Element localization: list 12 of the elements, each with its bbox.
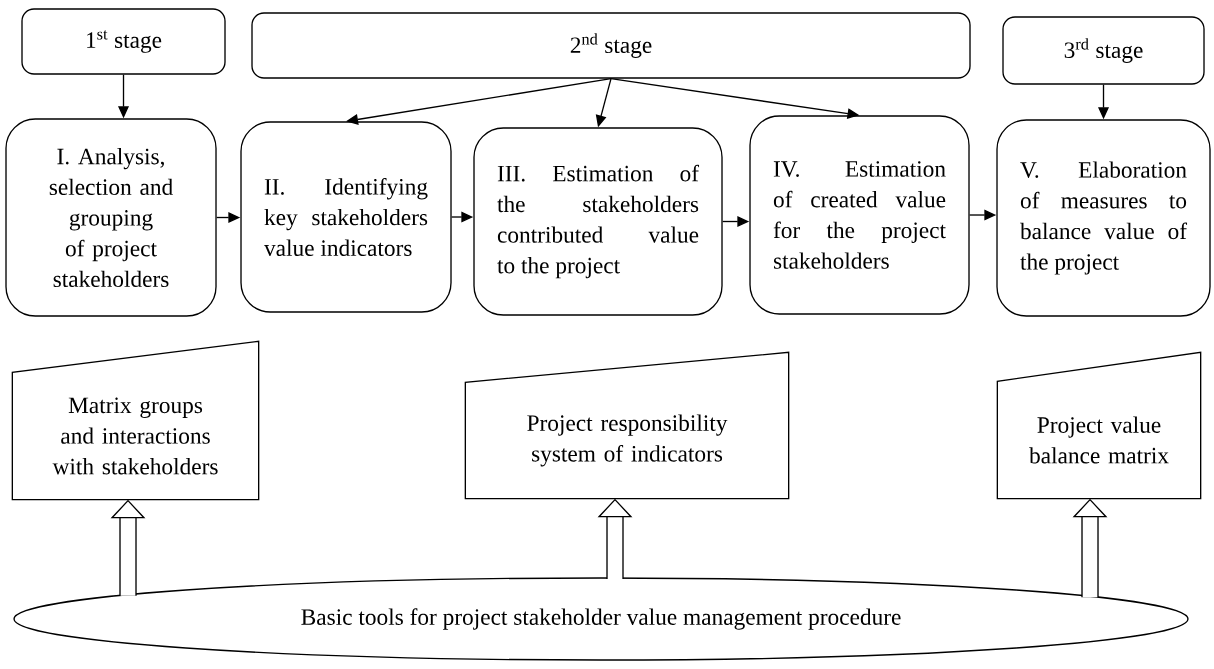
stage-box: 2$^{nd}$ stage [251, 12, 971, 79]
stage-box: 3$^{rd}$ stage [1002, 16, 1205, 85]
step-box: III. Estimation of the stakeholders contributed value to the project [473, 127, 723, 316]
tool-box: Project value balance matrix [996, 351, 1202, 500]
tool-box: Matrix groups and interactions with stakeholders [11, 340, 260, 501]
tool-box: Project responsibility system of indicators [464, 351, 790, 500]
stage-box: 1$^{st}$ stage [21, 8, 226, 75]
step-box: IV. Estimation of created value for the project stakeholders [749, 115, 970, 315]
arrow [346, 78, 612, 125]
step-box: I. Analysis, selection and grouping of project stakeholders [5, 118, 217, 317]
step-box: V. Elaboration of measures to balance value of the project [996, 119, 1211, 317]
step-box: II. Identifying key stakeholders value indicators [240, 121, 452, 313]
